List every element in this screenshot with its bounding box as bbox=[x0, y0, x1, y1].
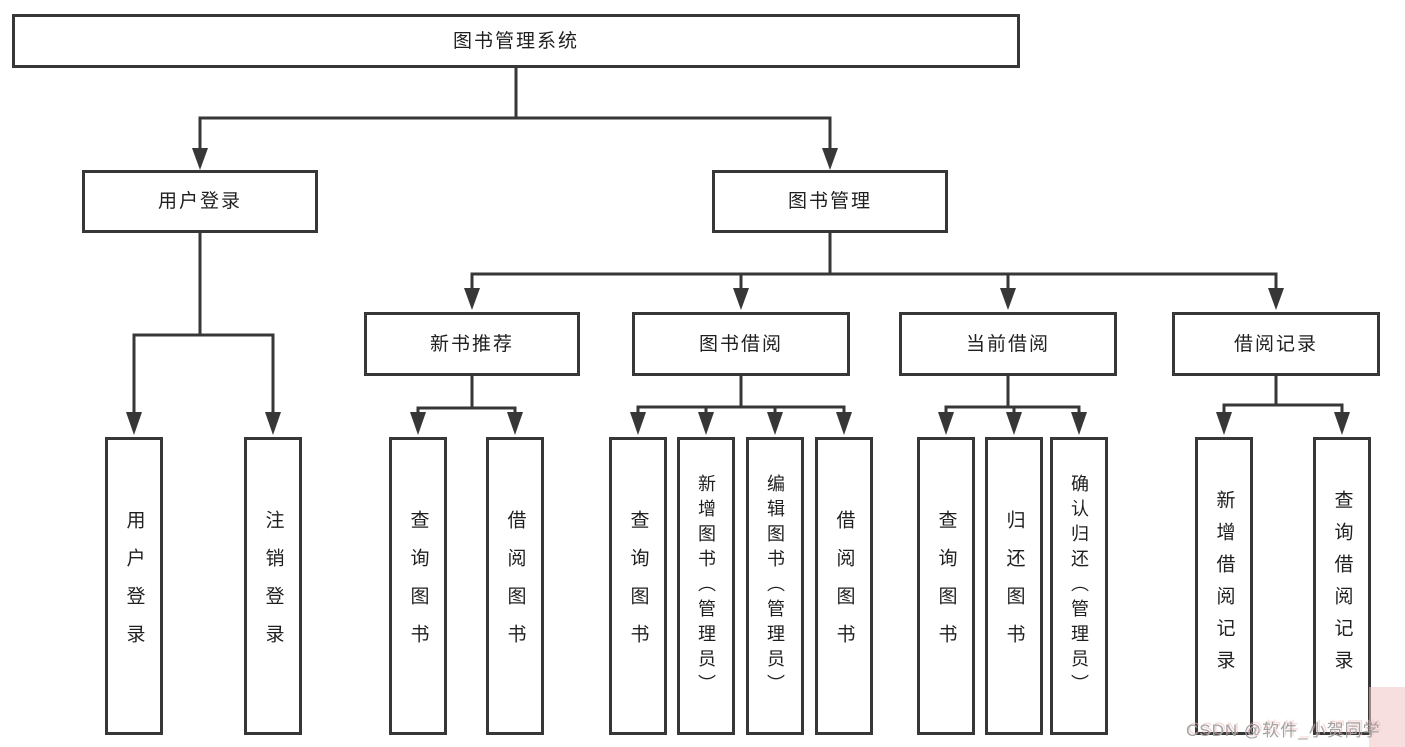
node-label: 编辑图书（管理员） bbox=[765, 473, 785, 699]
node-label: 用户登录 bbox=[123, 510, 145, 662]
node-current-borrowing: 当前借阅 bbox=[899, 312, 1117, 376]
node-label: 确认归还（管理员） bbox=[1069, 473, 1089, 699]
node-label: 用户登录 bbox=[157, 191, 242, 212]
leaf-query-books-current: 查询图书 bbox=[917, 437, 975, 735]
leaf-query-books-recommend: 查询图书 bbox=[389, 437, 447, 735]
watermark: CSDN @软件_小贺同学 bbox=[1186, 721, 1381, 740]
node-user-login-branch: 用户登录 bbox=[82, 170, 318, 233]
node-label: 查询借阅记录 bbox=[1331, 490, 1353, 682]
leaf-return-books: 归还图书 bbox=[985, 437, 1043, 735]
leaf-edit-books-admin: 编辑图书（管理员） bbox=[746, 437, 804, 735]
leaf-logout: 注销登录 bbox=[244, 437, 302, 735]
leaf-add-borrow-record: 新增借阅记录 bbox=[1195, 437, 1253, 735]
leaf-borrow-books-recommend: 借阅图书 bbox=[486, 437, 544, 735]
node-label: 新书推荐 bbox=[429, 333, 514, 355]
leaf-borrow-books-borrowing: 借阅图书 bbox=[815, 437, 873, 735]
node-label: 借阅记录 bbox=[1233, 333, 1318, 355]
node-borrowing-records: 借阅记录 bbox=[1172, 312, 1380, 376]
node-book-borrowing: 图书借阅 bbox=[632, 312, 850, 376]
node-label: 借阅图书 bbox=[833, 510, 855, 662]
node-label: 注销登录 bbox=[262, 510, 284, 662]
node-label: 图书管理 bbox=[787, 191, 872, 212]
leaf-query-books-borrowing: 查询图书 bbox=[609, 437, 667, 735]
leaf-confirm-return-admin: 确认归还（管理员） bbox=[1050, 437, 1108, 735]
watermark-highlight bbox=[1369, 687, 1405, 747]
node-label: 查询图书 bbox=[627, 510, 649, 662]
node-label: 当前借阅 bbox=[965, 333, 1050, 355]
leaf-user-login: 用户登录 bbox=[105, 437, 163, 735]
node-label: 查询图书 bbox=[407, 510, 429, 662]
node-label: 图书借阅 bbox=[698, 333, 783, 355]
node-label: 新增图书（管理员） bbox=[696, 473, 716, 699]
node-label: 图书管理系统 bbox=[452, 30, 579, 52]
node-label: 归还图书 bbox=[1003, 510, 1025, 662]
node-book-management-branch: 图书管理 bbox=[712, 170, 948, 233]
leaf-add-books-admin: 新增图书（管理员） bbox=[677, 437, 735, 735]
node-label: 新增借阅记录 bbox=[1213, 490, 1235, 682]
node-label: 查询图书 bbox=[935, 510, 957, 662]
leaf-query-borrow-record: 查询借阅记录 bbox=[1313, 437, 1371, 735]
node-library-management-system: 图书管理系统 bbox=[12, 14, 1020, 68]
node-label: 借阅图书 bbox=[504, 510, 526, 662]
node-new-book-recommendation: 新书推荐 bbox=[364, 312, 580, 376]
